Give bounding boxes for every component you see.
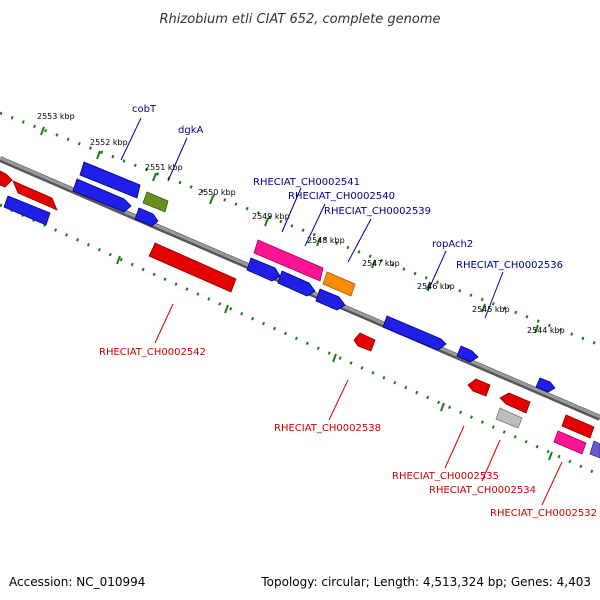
gene-label[interactable]: RHECIAT_CH0002532 xyxy=(490,508,597,519)
gene-arrow[interactable] xyxy=(561,414,595,439)
gene-arrow[interactable] xyxy=(535,377,556,393)
gene-features xyxy=(0,161,600,459)
forward-gene-labels: cobT dgkA RHECIAT_CH0002541 RHECIAT_CH00… xyxy=(132,104,563,271)
gene-label[interactable]: RHECIAT_CH0002536 xyxy=(456,260,563,271)
gene-arrow[interactable] xyxy=(79,161,141,199)
tick-label: 2546 kbp xyxy=(417,282,455,291)
gene-arrow[interactable] xyxy=(322,271,356,297)
gene-label[interactable]: ropAch2 xyxy=(432,239,473,250)
gene-label[interactable]: RHECIAT_CH0002538 xyxy=(274,423,381,434)
gene-arrow[interactable] xyxy=(499,392,531,414)
tick-label: 2552 kbp xyxy=(90,138,128,147)
gene-label[interactable]: RHECIAT_CH0002541 xyxy=(253,177,360,188)
gene-arrow[interactable] xyxy=(353,332,376,352)
gene-arrow[interactable] xyxy=(148,242,237,293)
gene-arrow[interactable] xyxy=(246,257,281,282)
gene-label[interactable]: RHECIAT_CH0002540 xyxy=(288,191,395,202)
tick-label: 2544 kbp xyxy=(527,326,565,335)
gene-label[interactable]: RHECIAT_CH0002535 xyxy=(392,471,499,482)
gene-arrow[interactable] xyxy=(382,315,447,351)
label-connectors xyxy=(120,117,563,506)
map-title: Rhizobium etli CIAT 652, complete genome xyxy=(160,12,441,27)
accession-text: Accession: NC_010994 xyxy=(9,575,145,589)
gene-arrow[interactable] xyxy=(3,195,51,226)
gene-arrow[interactable] xyxy=(0,170,13,188)
gene-label[interactable]: dgkA xyxy=(178,125,203,136)
tick-label: 2553 kbp xyxy=(37,112,75,121)
tick-label: 2549 kbp xyxy=(252,212,290,221)
gene-arrow[interactable] xyxy=(134,207,159,227)
gene-arrow[interactable] xyxy=(142,191,169,213)
gene-arrow[interactable] xyxy=(589,440,600,459)
inner-tick-track xyxy=(0,203,600,477)
gene-label[interactable]: RHECIAT_CH0002534 xyxy=(429,485,536,496)
gene-arrow[interactable] xyxy=(12,180,58,211)
gene-arrow[interactable] xyxy=(553,430,587,455)
gene-arrow[interactable] xyxy=(253,239,324,282)
gene-arrow[interactable] xyxy=(467,378,491,397)
gene-arrow[interactable] xyxy=(495,407,523,429)
inner-major-ticks xyxy=(116,255,553,461)
gene-label[interactable]: RHECIAT_CH0002539 xyxy=(324,206,431,217)
gene-label[interactable]: RHECIAT_CH0002542 xyxy=(99,347,206,358)
gene-label[interactable]: cobT xyxy=(132,104,157,115)
tick-label: 2545 kbp xyxy=(472,305,510,314)
topology-summary-text: Topology: circular; Length: 4,513,324 bp… xyxy=(260,575,591,589)
gene-arrow[interactable] xyxy=(456,345,479,363)
outer-major-ticks xyxy=(40,126,539,334)
tick-label: 2548 kbp xyxy=(307,236,345,245)
tick-label: 2550 kbp xyxy=(198,188,236,197)
tick-label: 2547 kbp xyxy=(362,259,400,268)
outer-tick-track xyxy=(0,111,600,347)
gene-arrow[interactable] xyxy=(72,178,132,213)
tick-label: 2551 kbp xyxy=(145,163,183,172)
gene-arrow[interactable] xyxy=(315,288,346,311)
gene-arrow[interactable] xyxy=(277,270,316,297)
reverse-gene-labels: RHECIAT_CH0002542 RHECIAT_CH0002538 RHEC… xyxy=(99,347,597,519)
tick-labels: 2553 kbp 2552 kbp 2551 kbp 2550 kbp 2549… xyxy=(37,112,565,335)
